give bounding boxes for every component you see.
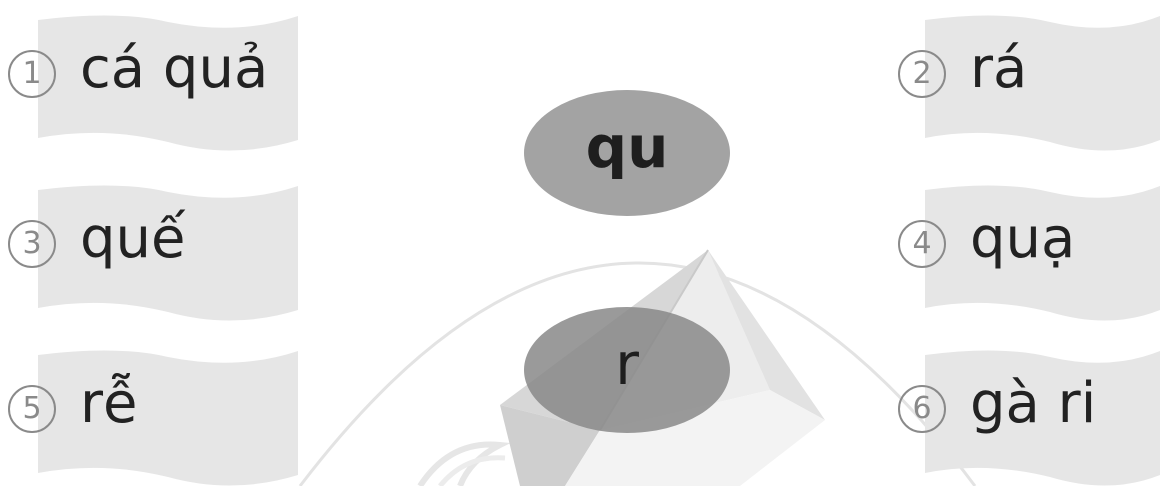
number-badge: 3 [8,220,56,268]
syllable-oval-bottom [524,307,730,433]
kite-lower-right [565,390,825,486]
syllable-bottom: r [615,330,639,398]
syllable-oval-top [524,90,730,216]
kite-lower-left [500,405,600,486]
number-badge: 1 [8,50,56,98]
card-shape [925,15,1160,151]
word-card-6[interactable]: 6 gà ri [860,345,1160,486]
card-shape [38,15,298,151]
syllable-top: qu [585,113,669,181]
number-badge: 6 [898,385,946,433]
number-badge: 4 [898,220,946,268]
word-label: gà ri [970,371,1097,436]
word-card-2[interactable]: 2 rá [860,10,1160,151]
word-label: rễ [80,371,138,436]
word-card-3[interactable]: 3 quế [8,180,308,321]
card-shape [38,185,298,321]
kite-edge-face [708,250,825,420]
word-card-5[interactable]: 5 rễ [8,345,308,486]
word-label: quế [80,206,186,271]
word-card-1[interactable]: 1 cá quả [8,10,308,151]
card-shape [925,185,1160,321]
word-label: cá quả [80,36,269,101]
word-card-4[interactable]: 4 quạ [860,180,1160,321]
word-label: quạ [970,206,1076,271]
swirl-mark [417,441,511,486]
arc-outline [298,261,977,486]
word-label: rá [970,36,1028,101]
number-badge: 2 [898,50,946,98]
number-badge: 5 [8,385,56,433]
card-shape [38,350,298,486]
swirl-mark-2 [438,455,506,486]
card-shape [925,350,1160,486]
